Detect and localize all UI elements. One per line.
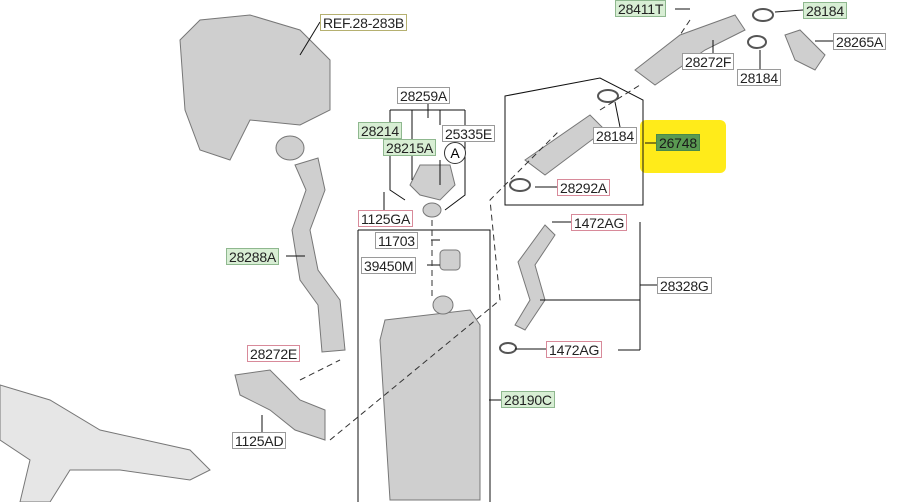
part-1472ag-bottom[interactable]: 1472AG <box>546 341 603 358</box>
part-28328g[interactable]: 28328G <box>657 277 712 294</box>
part-28184-top[interactable]: 28184 <box>803 2 847 19</box>
part-1125ad[interactable]: 1125AD <box>232 432 287 449</box>
part-28272e[interactable]: 28272E <box>247 345 301 362</box>
part-26748[interactable]: 26748 <box>656 134 700 151</box>
bracket-28259a <box>409 164 456 201</box>
part-28184-left[interactable]: 28184 <box>593 127 637 144</box>
heat-shield-28272e <box>234 369 326 441</box>
part-28190c[interactable]: 28190C <box>501 391 555 408</box>
pipe-28272f <box>634 14 746 86</box>
hose-28328g <box>514 224 556 331</box>
part-28272f[interactable]: 28272F <box>682 53 735 70</box>
part-28292a[interactable]: 28292A <box>557 179 611 196</box>
part-11703[interactable]: 11703 <box>375 232 418 249</box>
ref-label[interactable]: REF.28-283B <box>320 14 408 31</box>
part-1125ga[interactable]: 1125GA <box>358 210 414 227</box>
part-1472ag-top[interactable]: 1472AG <box>571 214 628 231</box>
clamp-28184 <box>597 89 619 103</box>
reference-circle-a: A <box>444 142 466 164</box>
part-28265a[interactable]: 28265A <box>833 33 887 50</box>
part-28288a[interactable]: 28288A <box>226 248 280 265</box>
subframe <box>0 384 211 502</box>
part-28214[interactable]: 28214 <box>358 122 402 139</box>
hose-28265a <box>784 29 826 71</box>
intercooler-28190c <box>379 309 481 501</box>
part-25335e[interactable]: 25335E <box>442 125 496 142</box>
part-28184-mid[interactable]: 28184 <box>737 69 781 86</box>
part-28411t[interactable]: 28411T <box>615 0 667 17</box>
throttle-body <box>275 135 305 161</box>
hose-28288a <box>291 157 346 353</box>
part-28259a[interactable]: 28259A <box>397 87 451 104</box>
intake-manifold <box>179 14 331 161</box>
part-28215a[interactable]: 28215A <box>383 139 437 156</box>
clamp-28292a <box>509 178 531 192</box>
part-39450m[interactable]: 39450M <box>361 257 417 274</box>
pipe-26748 <box>524 114 606 176</box>
